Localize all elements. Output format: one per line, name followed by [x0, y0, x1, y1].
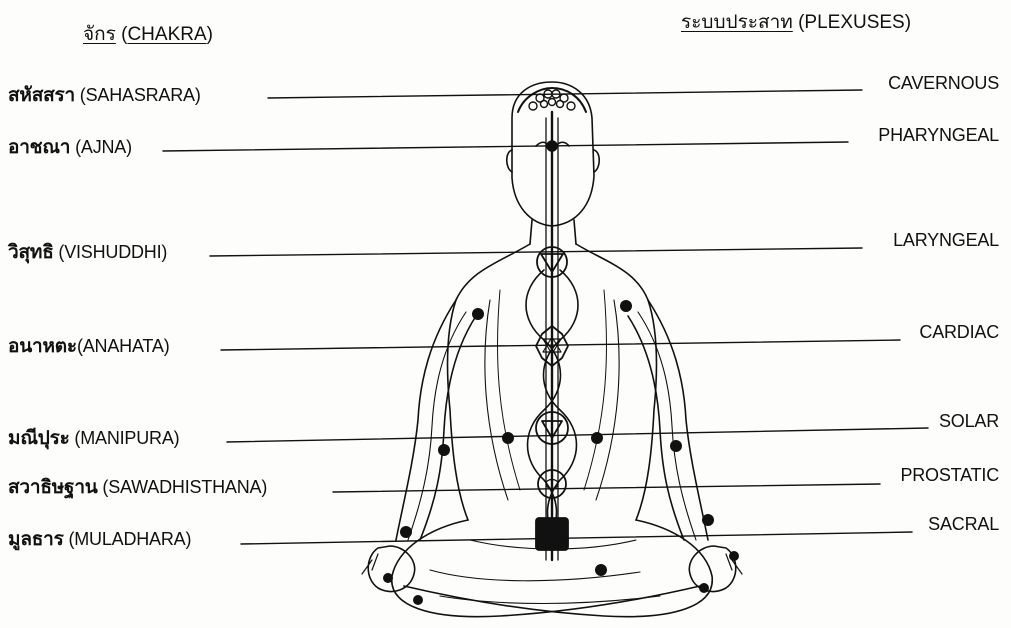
leader-sawadhisthana — [333, 484, 880, 492]
leader-ajna — [163, 142, 848, 151]
ear-right — [594, 150, 599, 172]
leader-anahata — [221, 340, 900, 350]
nerve-nodes — [383, 300, 739, 605]
leader-manipura — [227, 428, 928, 442]
leader-muladhara — [241, 532, 912, 544]
arm-left-outer — [396, 300, 456, 540]
muladhara-symbol — [536, 518, 568, 550]
torso-right — [576, 244, 656, 520]
chakra-header-thai: จักร — [83, 24, 116, 45]
arm-right-outer — [648, 300, 708, 540]
chakra-label-muladhara: มูลธาร (MULADHARA) — [8, 530, 191, 549]
plexus-label-prostatic: PROSTATIC — [900, 466, 999, 484]
chakra-column-header: จักร (CHAKRA) — [83, 25, 213, 44]
plexus-column-header: ระบบประสาท (PLEXUSES) — [681, 13, 911, 32]
plexus-label-cavernous: CAVERNOUS — [888, 74, 999, 92]
chakra-label-sahasrara: สหัสสรา (SAHASRARA) — [8, 86, 201, 105]
plexus-header-thai: ระบบประสาท — [681, 12, 793, 33]
chakra-label-vishuddhi: วิสุทธิ (VISHUDDHI) — [8, 243, 167, 262]
plexus-header-en: PLEXUSES — [804, 12, 904, 33]
plexus-label-cardiac: CARDIAC — [919, 323, 999, 341]
plexus-label-pharyngeal: PHARYNGEAL — [878, 126, 999, 144]
plexus-label-sacral: SACRAL — [928, 515, 999, 533]
chakra-label-sawadhisthana: สวาธิษฐาน (SAWADHISTHANA) — [8, 478, 267, 497]
plexus-label-laryngeal: LARYNGEAL — [893, 231, 999, 249]
chakra-label-ajna: อาชณา (AJNA) — [8, 138, 132, 157]
plexus-label-solar: SOLAR — [939, 412, 999, 430]
chakra-header-en: CHAKRA — [127, 24, 206, 45]
chakra-label-anahata: อนาหตะ(ANAHATA) — [8, 337, 169, 356]
leader-vishuddhi — [210, 248, 862, 256]
torso-left — [448, 244, 530, 520]
chakra-label-manipura: มณีปุระ (MANIPURA) — [8, 429, 179, 448]
